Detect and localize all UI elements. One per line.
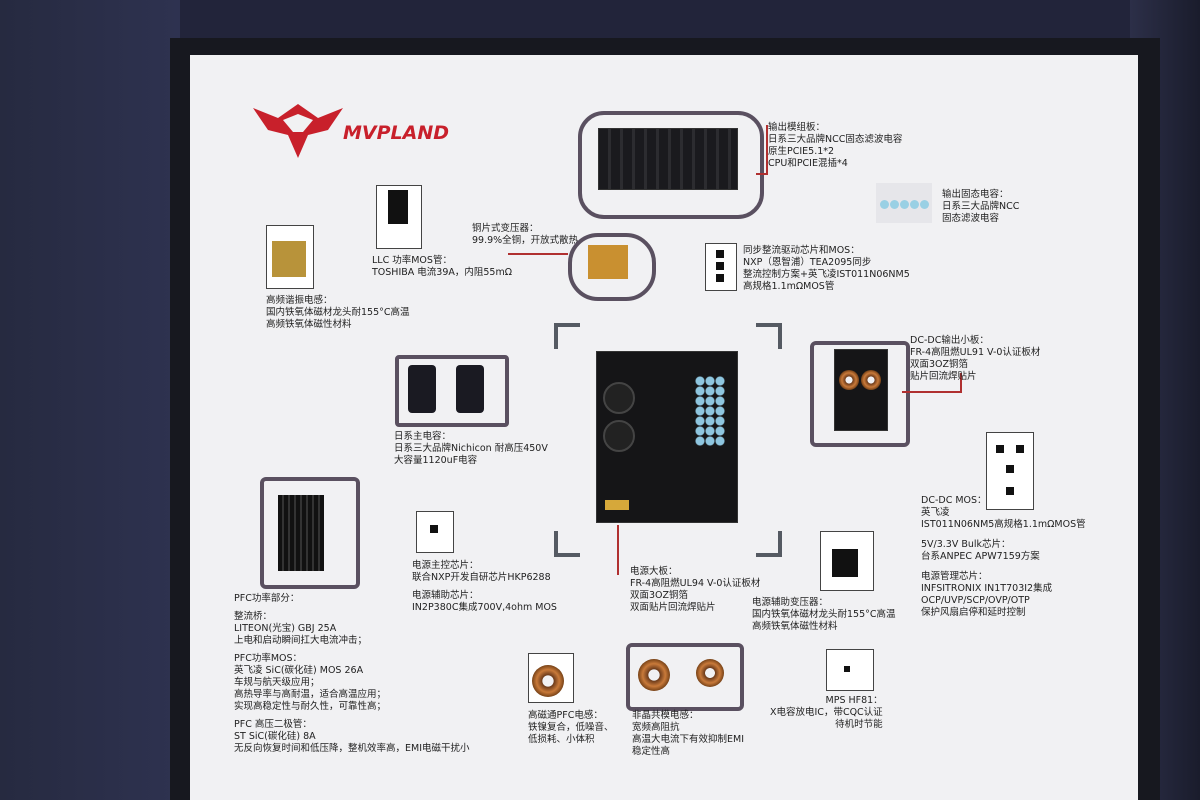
- label-main-board: 电源大板：FR-4高阻燃UL94 V-0认证板材双面3OZ铜箔双面贴片回流焊贴片: [630, 566, 761, 613]
- label-aux-transformer: 电源辅助变压器：国内铁氧体磁材龙头耐155°C高温高频铁氧体磁性材料: [752, 597, 896, 632]
- label-bulk-chip: 5V/3.3V Bulk芯片：台系ANPEC APW7159方案: [921, 539, 1040, 562]
- logo-text: MVPLAND: [343, 122, 450, 144]
- main-cap-1: [408, 365, 436, 413]
- pfc-heatsink-photo: [278, 495, 324, 571]
- output-module-photo: [598, 128, 738, 190]
- label-hf-inductor: 高频谐振电感：国内铁氧体磁材龙头耐155°C高温高频铁氧体磁性材料: [266, 295, 410, 330]
- label-sync-rect: 同步整流驱动芯片和MOS：NXP（恩智浦）TEA2095同步整流控制方案+英飞凌…: [743, 245, 910, 292]
- copper-transformer-photo: [588, 245, 628, 279]
- label-aux-chip: 电源辅助芯片：IN2P380C集成700V,4ohm MOS: [412, 590, 557, 613]
- llc-mos-photo: [388, 190, 408, 224]
- highlight-output-module: [578, 111, 764, 219]
- hf-inductor-photo: [272, 241, 306, 277]
- main-cap-2: [456, 365, 484, 413]
- cm-choke-1: [638, 659, 670, 691]
- dark-ceiling: [0, 0, 1200, 40]
- highlight-copper-transformer: [568, 233, 656, 301]
- label-dcdc-board: DC-DC输出小板：FR-4高阻燃UL91 V-0认证板材双面3OZ铜箔贴片回流…: [910, 335, 1041, 382]
- cm-choke-2: [696, 659, 724, 687]
- pfc-inductor-photo: [532, 665, 564, 697]
- main-board-photo: [596, 351, 738, 523]
- highlight-cm-choke: [626, 643, 744, 711]
- dcdc-board-photo: [834, 349, 888, 431]
- highlight-main-caps: [395, 355, 509, 427]
- label-mps: MPS HF81：X电容放电IC，带CQC认证待机时节能: [770, 695, 883, 730]
- label-llc-mos: LLC 功率MOS管：TOSHIBA 电流39A，内阻55mΩ: [372, 255, 512, 278]
- lion-icon: [253, 104, 343, 158]
- label-copper-transformer: 铜片式变压器：99.9%全铜，开放式散热: [472, 223, 579, 246]
- red-lead: [756, 173, 768, 175]
- display-board: MVPLAND 输出模组板：日系三大品牌NCC固态滤波电容原生PCIE5.1*2…: [190, 55, 1138, 800]
- mvpland-logo: MVPLAND: [248, 100, 468, 160]
- blue-wall-left: [0, 0, 180, 800]
- label-main-ctrl: 电源主控芯片：联合NXP开发自研芯片HKP6288: [412, 560, 551, 583]
- highlight-pfc: [260, 477, 360, 589]
- label-pfc-inductor: 高磁通PFC电感：铁镍复合，低噪音、低损耗、小体积: [528, 710, 614, 745]
- mps-box: [826, 649, 874, 691]
- aux-transformer-photo: [832, 549, 858, 577]
- highlight-dcdc-board: [810, 341, 910, 447]
